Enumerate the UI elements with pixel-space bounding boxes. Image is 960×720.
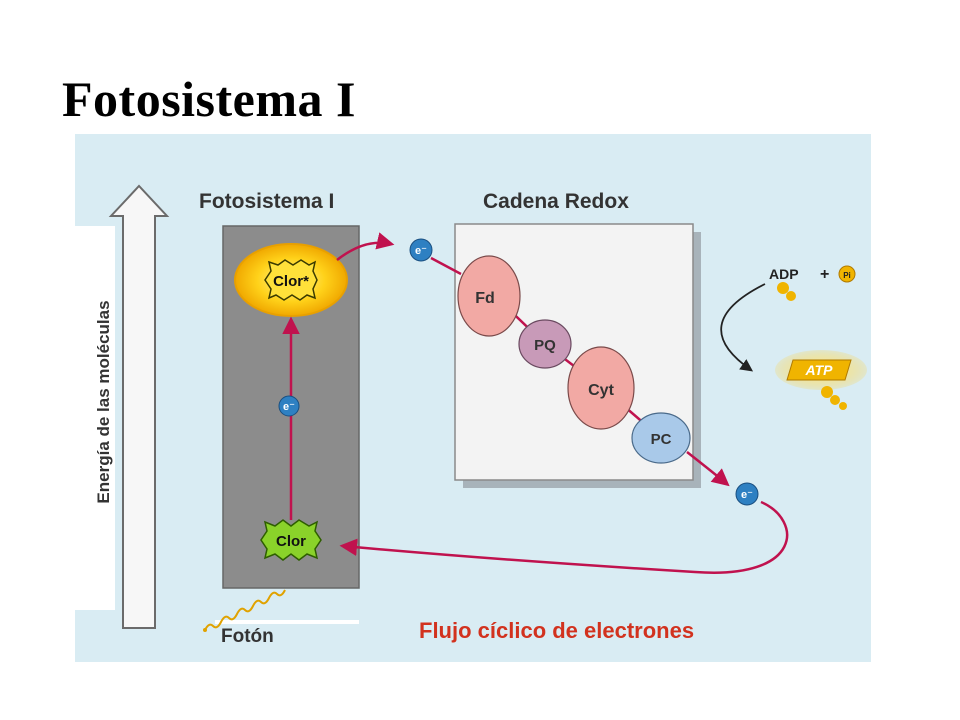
adp-label: ADP [769,266,799,282]
carrier-fd: Fd [457,255,521,337]
carrier-pq: PQ [518,319,572,369]
carrier-pc: PC [631,412,691,464]
phosphate-icon: Pi [838,265,856,283]
chlorophyll-label: Clor [276,533,306,550]
svg-text:Fd: Fd [475,290,495,307]
carrier-cyt: Cyt [567,346,635,430]
connector [430,256,462,276]
electron-symbol: e⁻ [741,489,753,501]
chlorophyll-shape [260,519,322,561]
photosystem-diagram: Energía de las moléculas Fotosistema I C… [75,134,871,662]
electron-icon: e⁻ [278,395,300,417]
redox-chain-label: Cadena Redox [483,190,629,213]
atp-phosphate-icon [821,386,847,410]
svg-text:ATP: ATP [805,362,834,378]
electron-symbol: e⁻ [283,401,295,413]
excited-chlorophyll-shape [264,259,318,301]
photon-dot [203,628,207,632]
adp-phosphate-icon [777,282,796,301]
svg-text:PQ: PQ [534,337,556,354]
electron-icon: e⁻ [735,482,759,506]
svg-text:PC: PC [651,431,672,448]
slide-title: Fotosistema I [62,71,356,127]
electron-symbol: e⁻ [415,245,427,257]
photon-label: Fotón [221,626,274,647]
transfer-arrow-1 [336,232,395,261]
left-strip [75,226,115,610]
electron-icon: e⁻ [409,238,433,262]
excited-chlorophyll-label: Clor* [273,273,309,290]
svg-text:Cyt: Cyt [588,382,614,399]
svg-text:Pi: Pi [843,271,851,280]
atp-badge: ATP [786,359,852,381]
energy-axis-label: Energía de las moléculas [94,300,113,503]
cyclic-return-arrow [339,500,789,574]
flow-label: Flujo cíclico de electrones [419,618,694,643]
photosystem-label: Fotosistema I [199,190,334,213]
plus-sign: + [820,266,829,283]
energy-arrow [108,184,170,629]
synthesis-arrow [720,283,766,372]
bottom-strip [215,620,359,624]
transfer-arrow-2 [686,451,730,487]
photon-wave [204,589,286,631]
